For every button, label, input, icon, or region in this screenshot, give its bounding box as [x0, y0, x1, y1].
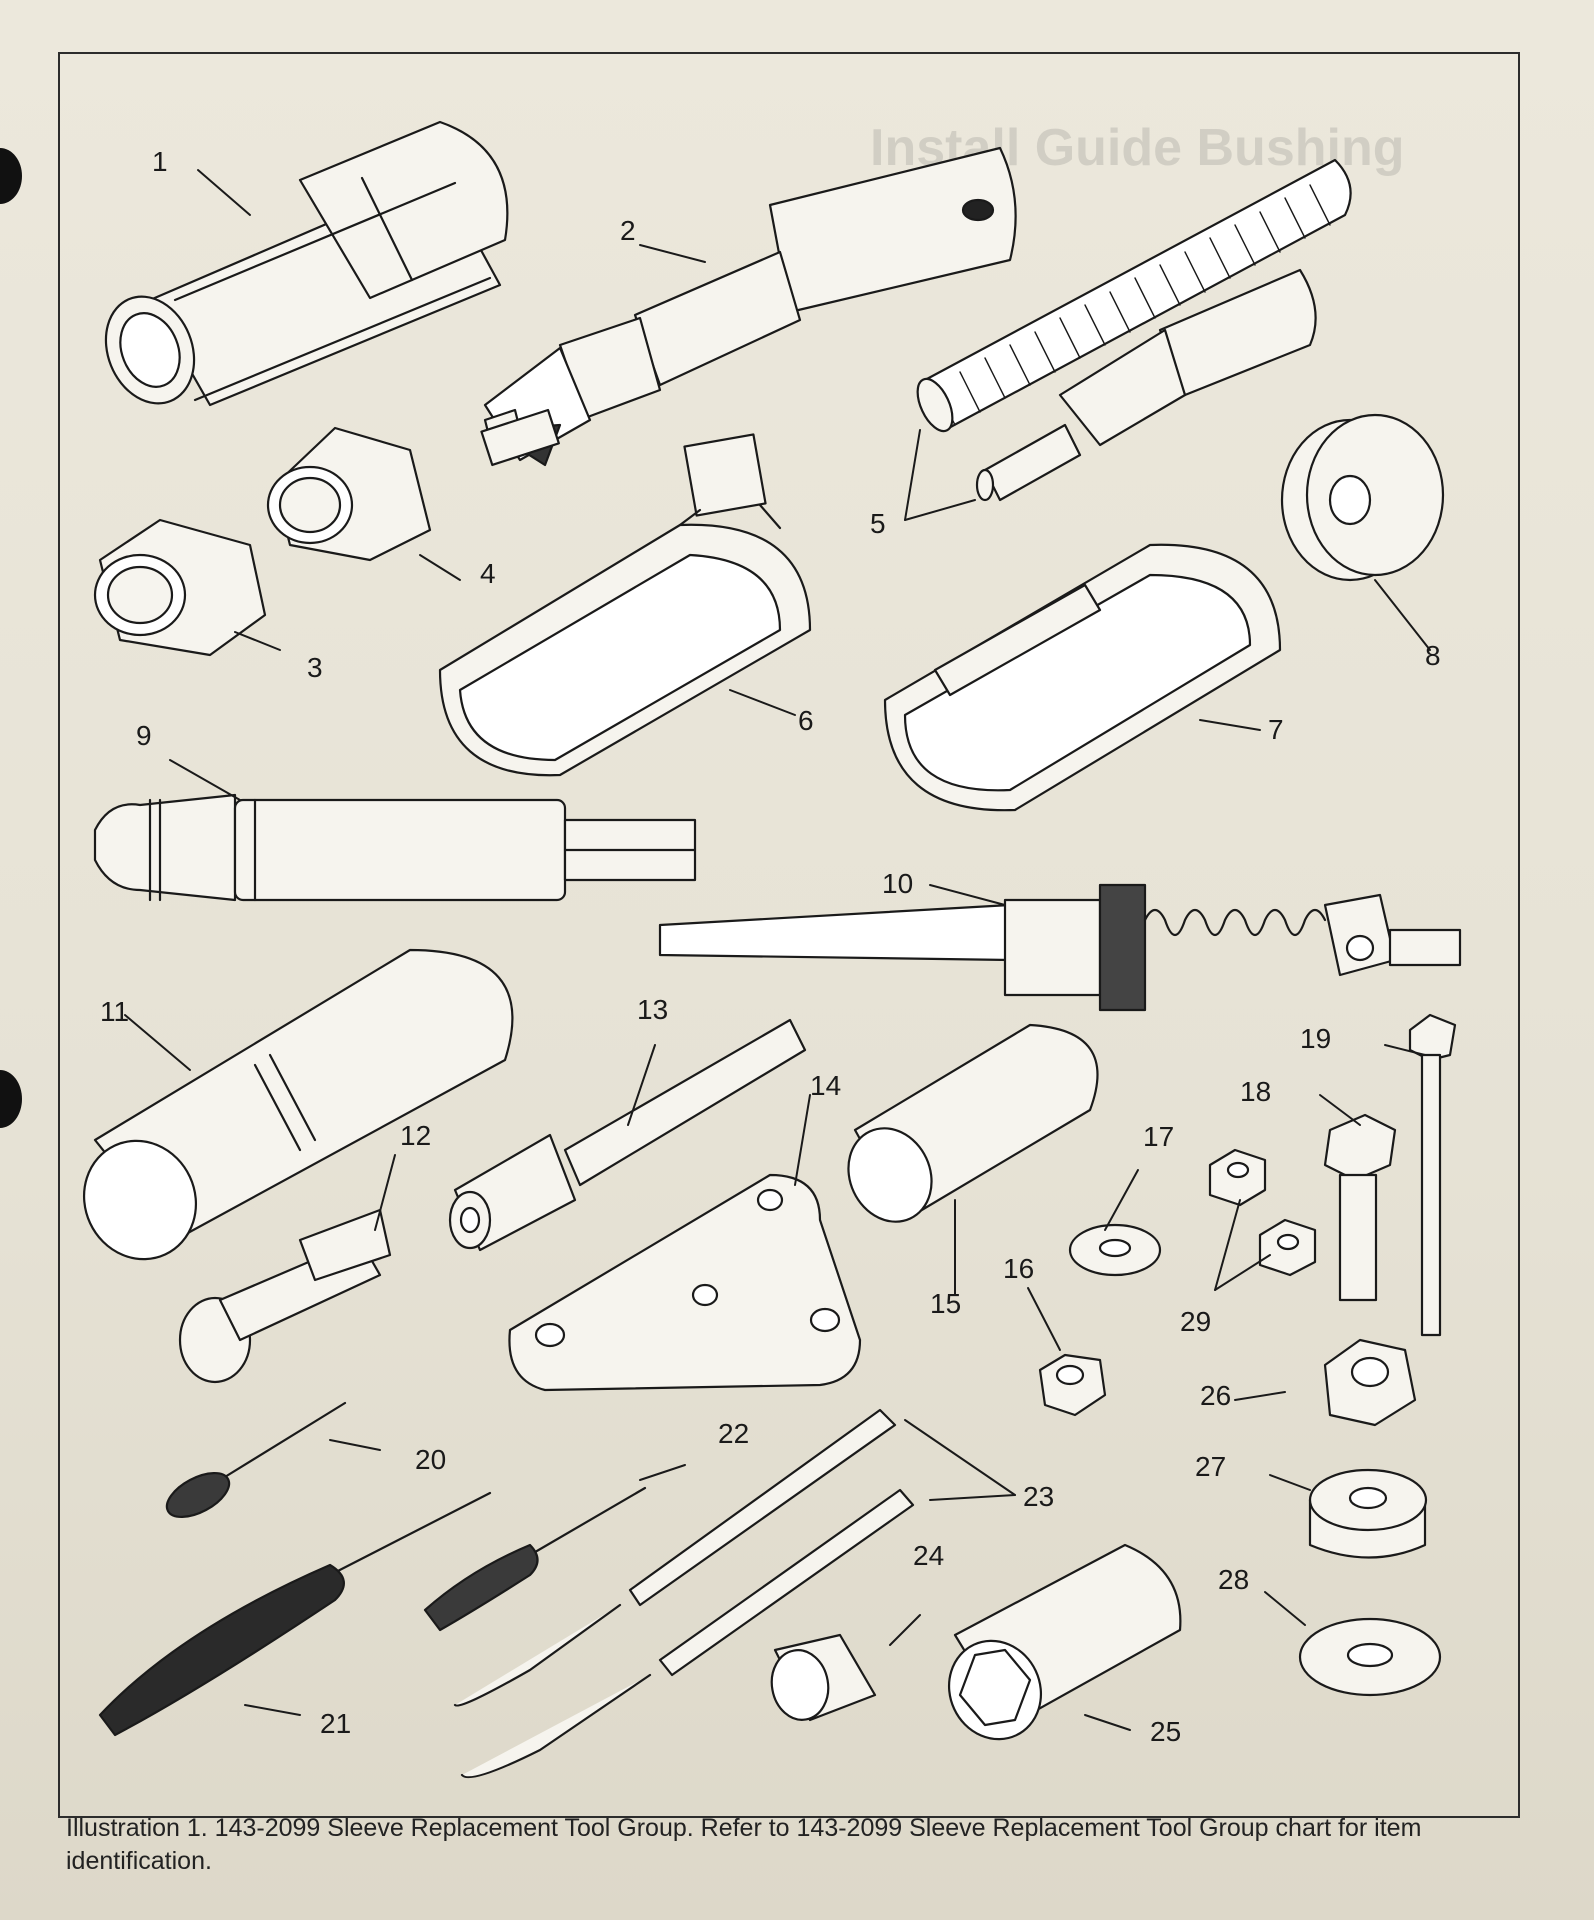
tool-5-threaded-rod: [916, 158, 1352, 502]
callout-15: 15: [930, 1288, 962, 1319]
binder-hole-bottom: [0, 1070, 22, 1128]
tool-8-pulley: [1280, 413, 1445, 582]
tool-15-sleeve: [847, 1023, 1099, 1223]
callout-26: 26: [1200, 1380, 1232, 1411]
leader-arrows: [124, 169, 1431, 1731]
callout-14: 14: [810, 1070, 842, 1101]
callout-16: 16: [1003, 1253, 1035, 1284]
tool-2-stepped-cutter: [480, 146, 1017, 467]
callout-25: 25: [1150, 1716, 1182, 1747]
tool-24-small-socket: [770, 1633, 877, 1722]
tool-16-nut: [1038, 1353, 1107, 1417]
callout-24: 24: [913, 1540, 945, 1571]
tool-18-hex-bolt: [1323, 1113, 1397, 1302]
tool-21-large-brush: [98, 1491, 492, 1737]
tool-4-hex-socket: [266, 426, 432, 562]
tool-20-small-brush: [165, 1401, 347, 1519]
tool-1-hex-driver: [104, 120, 509, 407]
callout-8: 8: [1425, 640, 1441, 671]
tool-19-long-bolt: [1408, 1013, 1457, 1337]
callout-29: 29: [1180, 1306, 1212, 1337]
callout-7: 7: [1268, 714, 1284, 745]
callout-3: 3: [307, 652, 323, 683]
tool-14-triangle-plate: [508, 1173, 862, 1392]
callout-5: 5: [870, 508, 886, 539]
callout-17: 17: [1143, 1121, 1175, 1152]
tool-7-half-sleeve: [883, 543, 1282, 812]
callout-12: 12: [400, 1120, 432, 1151]
tool-28-washer: [1298, 1617, 1442, 1697]
callout-11: 11: [100, 996, 130, 1027]
tool-25-long-socket: [947, 1543, 1182, 1741]
tool-22-medium-brush: [423, 1486, 647, 1632]
callout-28: 28: [1218, 1564, 1250, 1595]
tool-9-pilot: [93, 793, 697, 902]
callout-6: 6: [798, 705, 814, 736]
tool-10-reamer: [658, 883, 1462, 1012]
callout-19: 19: [1300, 1023, 1332, 1054]
callout-13: 13: [637, 994, 669, 1025]
tool-23-picks: [453, 1408, 915, 1779]
tool-26-heavy-nut: [1323, 1338, 1417, 1427]
tool-3-hex-socket: [93, 518, 267, 657]
callout-9: 9: [136, 720, 152, 751]
illustration-caption: Illustration 1. 143-2099 Sleeve Replacem…: [66, 1814, 1422, 1875]
callout-20: 20: [415, 1444, 447, 1475]
tool-27-collar: [1308, 1468, 1428, 1559]
callout-1: 1: [152, 146, 168, 177]
callout-10: 10: [882, 868, 914, 899]
tool-11-sleeve-driver: [82, 948, 514, 1261]
callout-27: 27: [1195, 1451, 1227, 1482]
callout-22: 22: [718, 1418, 750, 1449]
callout-4: 4: [480, 558, 496, 589]
tool-17-washer: [1068, 1223, 1162, 1277]
callout-23: 23: [1023, 1481, 1055, 1512]
tool-13-threaded-stud: [448, 1018, 807, 1252]
tool-29-nuts: [1208, 1148, 1317, 1277]
illustration-frame: [58, 52, 1520, 1818]
callout-18: 18: [1240, 1076, 1272, 1107]
callout-2: 2: [620, 215, 636, 246]
tool-12-knob-bolt: [178, 1208, 392, 1384]
callout-21: 21: [320, 1708, 352, 1739]
binder-hole-top: [0, 148, 22, 204]
tool-6-half-sleeve: [438, 433, 812, 777]
